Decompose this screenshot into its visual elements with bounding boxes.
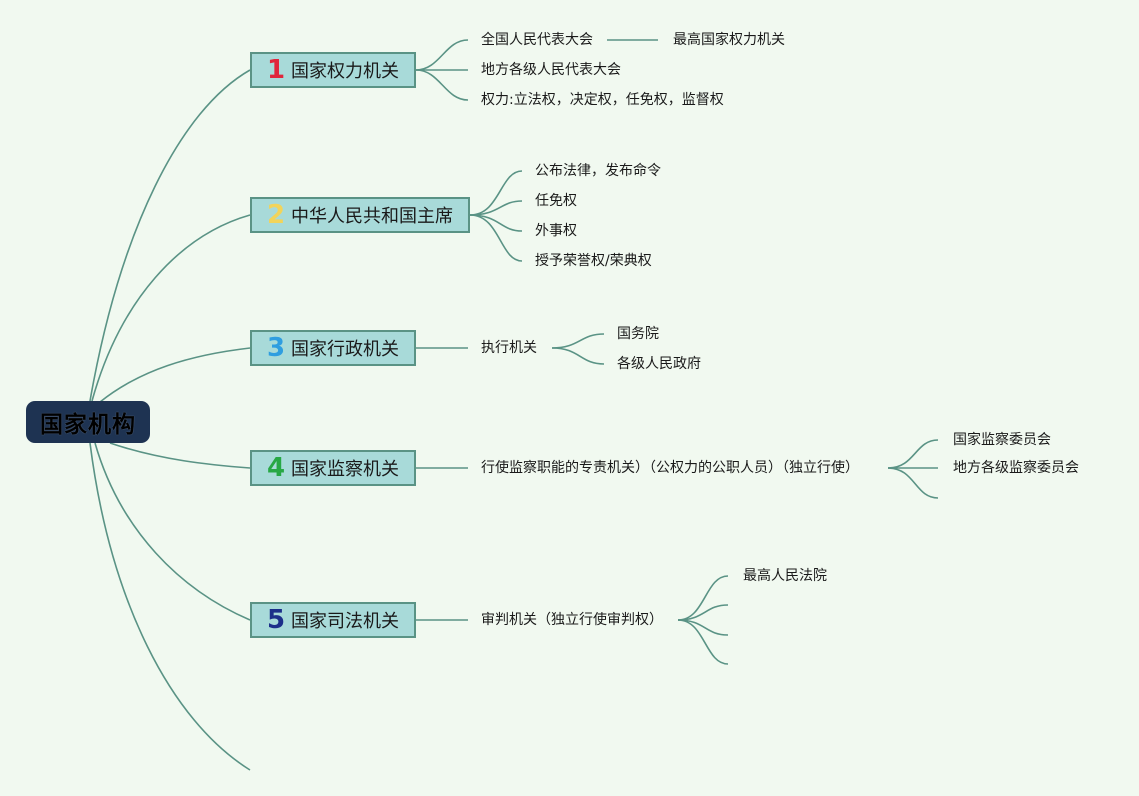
connector-root-b2 xyxy=(91,214,251,402)
leaf-2-4[interactable]: 授予荣誉权/荣典权 xyxy=(535,253,652,269)
branch-label-1: 国家权力机关 xyxy=(291,61,400,82)
connector-root-b4 xyxy=(109,442,251,469)
leaf-4-1-2[interactable]: 地方各级监察委员会 xyxy=(953,460,1079,476)
leaf-1-3[interactable]: 权力:立法权，决定权，任免权，监督权 xyxy=(481,92,724,108)
branch-node-5[interactable]: 5 国家司法机关 xyxy=(250,602,416,638)
branch-label-3: 国家行政机关 xyxy=(291,339,400,360)
number-badge-5: 5 xyxy=(266,605,286,635)
number-badge-1: 1 xyxy=(266,55,286,85)
connector-root-b1 xyxy=(89,69,251,402)
connector-root-extra xyxy=(89,442,251,771)
leaf-3-1-2[interactable]: 各级人民政府 xyxy=(617,356,701,372)
branch-node-4[interactable]: 4 国家监察机关 xyxy=(250,450,416,486)
leaf-1-1[interactable]: 全国人民代表大会 xyxy=(481,32,593,48)
root-label: 国家机构 xyxy=(40,412,136,438)
number-badge-3: 3 xyxy=(266,333,286,363)
connector-root-b5 xyxy=(94,442,251,621)
leaf-4-1[interactable]: 行使监察职能的专责机关）（公权力的公职人员）（独立行使） xyxy=(481,460,859,476)
branch-node-2[interactable]: 2 中华人民共和国主席 xyxy=(250,197,470,233)
leaf-4-1-1[interactable]: 国家监察委员会 xyxy=(953,432,1051,448)
connector-root-b3 xyxy=(99,347,251,403)
root-node[interactable]: 国家机构 xyxy=(26,401,150,443)
branch-label-2: 中华人民共和国主席 xyxy=(291,206,454,227)
leaf-3-1[interactable]: 执行机关 xyxy=(481,340,537,356)
branch-label-5: 国家司法机关 xyxy=(291,611,400,632)
branch-label-4: 国家监察机关 xyxy=(291,459,400,480)
leaf-2-1[interactable]: 公布法律，发布命令 xyxy=(535,163,661,179)
leaf-5-1-1[interactable]: 最高人民法院 xyxy=(743,568,827,584)
leaf-1-2[interactable]: 地方各级人民代表大会 xyxy=(481,62,621,78)
leaf-3-1-1[interactable]: 国务院 xyxy=(617,326,659,342)
branch-node-1[interactable]: 1 国家权力机关 xyxy=(250,52,416,88)
leaf-1-1-extra[interactable]: 最高国家权力机关 xyxy=(673,32,785,48)
leaf-5-1[interactable]: 审判机关（独立行使审判权） xyxy=(481,612,663,628)
leaf-2-2[interactable]: 任免权 xyxy=(535,193,577,209)
number-badge-2: 2 xyxy=(266,200,286,230)
branch-node-3[interactable]: 3 国家行政机关 xyxy=(250,330,416,366)
leaf-2-3[interactable]: 外事权 xyxy=(535,223,577,239)
number-badge-4: 4 xyxy=(266,453,286,483)
